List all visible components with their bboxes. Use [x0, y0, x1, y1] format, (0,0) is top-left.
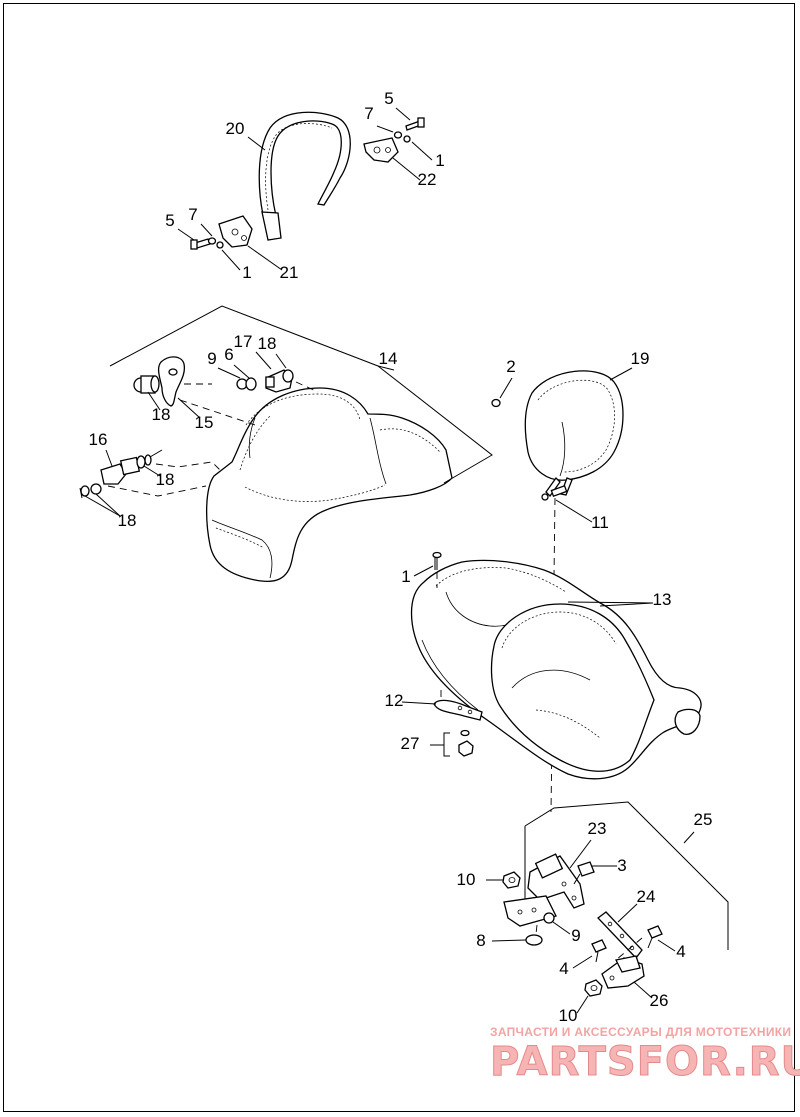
callout-c10a: 10: [457, 870, 476, 889]
callout-c8: 8: [476, 931, 485, 950]
callout-c11: 11: [591, 513, 609, 532]
bracket-part-22: [363, 137, 399, 163]
callout-c7b: 7: [188, 205, 197, 224]
leader-25-box: [524, 801, 729, 950]
nut-part-10-lower: [584, 979, 603, 997]
washer-7-left: [207, 237, 217, 245]
watermark-brand: PARTSFOR.RU: [490, 1039, 800, 1085]
callout-c18a: 18: [258, 334, 277, 353]
adjuster-part-16: [100, 449, 163, 485]
callout-c18c: 18: [156, 470, 175, 489]
nut-1-left: [216, 241, 224, 249]
callout-c15: 15: [195, 413, 214, 432]
nut-part-10-upper: [502, 871, 521, 889]
fastener-part-2: [491, 398, 501, 408]
knob-18-upper: [282, 369, 294, 383]
callout-c10b: 10: [559, 1006, 578, 1025]
callout-c12: 12: [385, 691, 404, 710]
callout-c1b: 1: [242, 263, 251, 282]
callout-c13: 13: [653, 590, 672, 609]
driver-backrest-part-14: [205, 387, 453, 583]
plate-part-24: [597, 911, 643, 960]
callout-c4a: 4: [676, 942, 685, 961]
bracket-part-21: [218, 215, 253, 248]
callout-c14: 14: [379, 349, 398, 368]
seat-part-13: [410, 559, 702, 780]
watermark-tagline: ЗАПЧАСТИ И АКСЕССУАРЫ ДЛЯ МОТОТЕХНИКИ: [490, 1025, 791, 1039]
washer-part-9-lower: [543, 912, 555, 924]
nut-washer-part-27: [458, 729, 474, 757]
callout-c18d: 18: [118, 511, 137, 530]
callout-c17: 17: [234, 332, 253, 351]
leader-lines: [84, 107, 676, 1014]
bracket-part-26: [601, 955, 645, 989]
backrest-lever-part-15: [157, 356, 186, 407]
callout-c22: 22: [418, 170, 437, 189]
bolt-part-3: [573, 861, 595, 885]
callout-c23: 23: [588, 819, 607, 838]
callout-c9b: 9: [571, 926, 580, 945]
knob-part-18-left: [133, 375, 160, 394]
callout-c18b: 18: [152, 405, 171, 424]
callout-c19: 19: [631, 349, 650, 368]
callout-c21: 21: [280, 263, 299, 282]
fastener-part-11: [541, 493, 549, 501]
washer-18-lower-b: [80, 485, 90, 497]
callout-c26: 26: [650, 991, 669, 1010]
callout-c9a: 9: [207, 349, 216, 368]
callout-c3: 3: [617, 856, 626, 875]
callout-c27: 27: [401, 734, 420, 753]
washer-18-lower-a: [90, 483, 102, 495]
callout-c2: 2: [506, 357, 515, 376]
hardware-bolt-5-top: [405, 117, 425, 131]
callout-c25: 25: [694, 810, 713, 829]
seat-bolt-part-1: [432, 551, 442, 570]
callout-c1a: 1: [435, 151, 444, 170]
nut-1-top: [403, 135, 411, 143]
bracket-part-23: [503, 853, 585, 927]
callout-c7a: 7: [364, 104, 373, 123]
callout-c4b: 4: [559, 959, 568, 978]
callout-c5b: 5: [165, 211, 174, 230]
bolt-part-4-left: [591, 939, 607, 963]
seat-strap-part-12: [433, 699, 483, 721]
passenger-backrest-pad-part-19: [524, 370, 624, 498]
pad-part-8: [525, 934, 543, 946]
washer-7-top: [393, 131, 403, 139]
callout-c5a: 5: [384, 89, 393, 108]
bolt-part-4-right: [647, 925, 663, 949]
callout-c24: 24: [637, 887, 656, 906]
drawing-border: [3, 3, 795, 1112]
hardware-bolt-5-left: [190, 238, 211, 250]
callout-c1c: 1: [401, 567, 410, 586]
callout-c20: 20: [226, 119, 245, 138]
callout-c16: 16: [89, 430, 108, 449]
spacer-6-upper: [245, 377, 257, 391]
backrest-upright-part-20: [258, 111, 351, 241]
callout-c6: 6: [224, 345, 233, 364]
